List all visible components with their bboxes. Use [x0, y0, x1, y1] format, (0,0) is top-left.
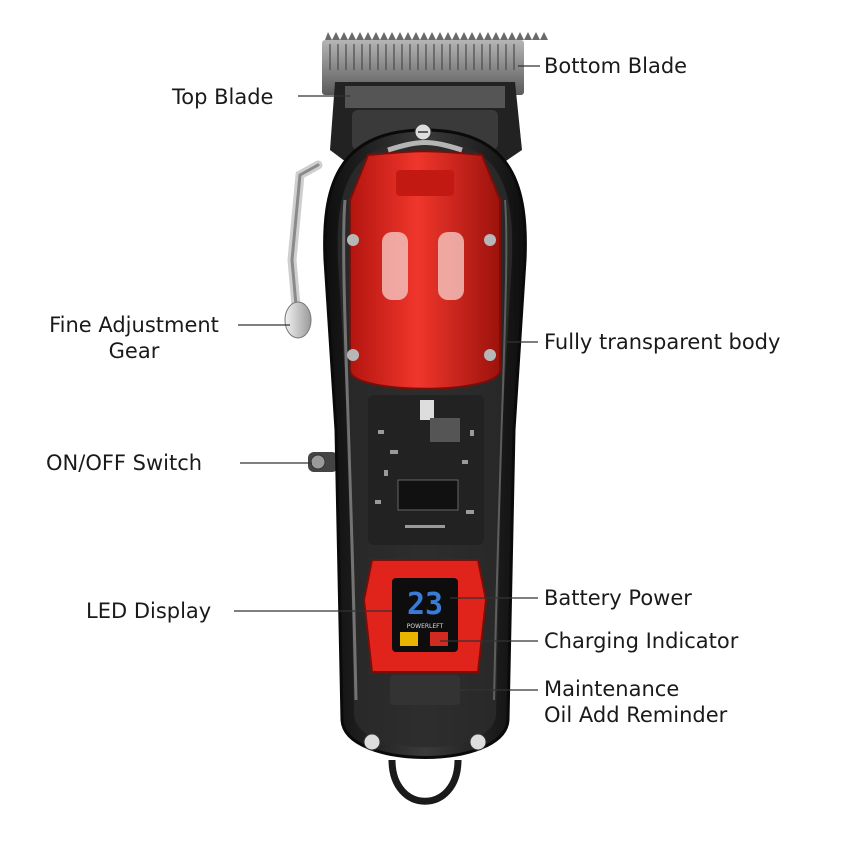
label-fine-adjustment-line1: Fine Adjustment — [49, 313, 219, 337]
led-caption: POWERLEFT — [407, 623, 444, 630]
circuit-board — [368, 395, 484, 545]
on-off-switch-knob — [308, 452, 338, 472]
label-top-blade: Top Blade — [172, 85, 274, 109]
led-digits: 23 — [407, 587, 443, 622]
label-on-off-switch: ON/OFF Switch — [46, 451, 203, 475]
label-charging-indicator: Charging Indicator — [544, 629, 739, 653]
callout-lines — [234, 65, 540, 691]
label-maintenance: Maintenance Oil Add Reminder — [544, 676, 727, 728]
label-maintenance-line2: Oil Add Reminder — [544, 703, 728, 727]
label-fine-adjustment-gear: Fine Adjustment Gear — [34, 312, 234, 364]
led-indicator-icons — [400, 632, 448, 646]
lower-shell — [363, 675, 487, 805]
fine-adjustment-lever — [284, 160, 323, 339]
label-fully-transparent-body: Fully transparent body — [544, 330, 781, 354]
label-bottom-blade: Bottom Blade — [544, 54, 688, 78]
red-motor-housing — [347, 140, 501, 390]
label-battery-power: Battery Power — [544, 586, 692, 610]
label-maintenance-line1: Maintenance — [544, 677, 680, 701]
bottom-blade — [322, 32, 548, 95]
label-fine-adjustment-line2: Gear — [108, 339, 160, 363]
label-led-display: LED Display — [86, 599, 212, 623]
